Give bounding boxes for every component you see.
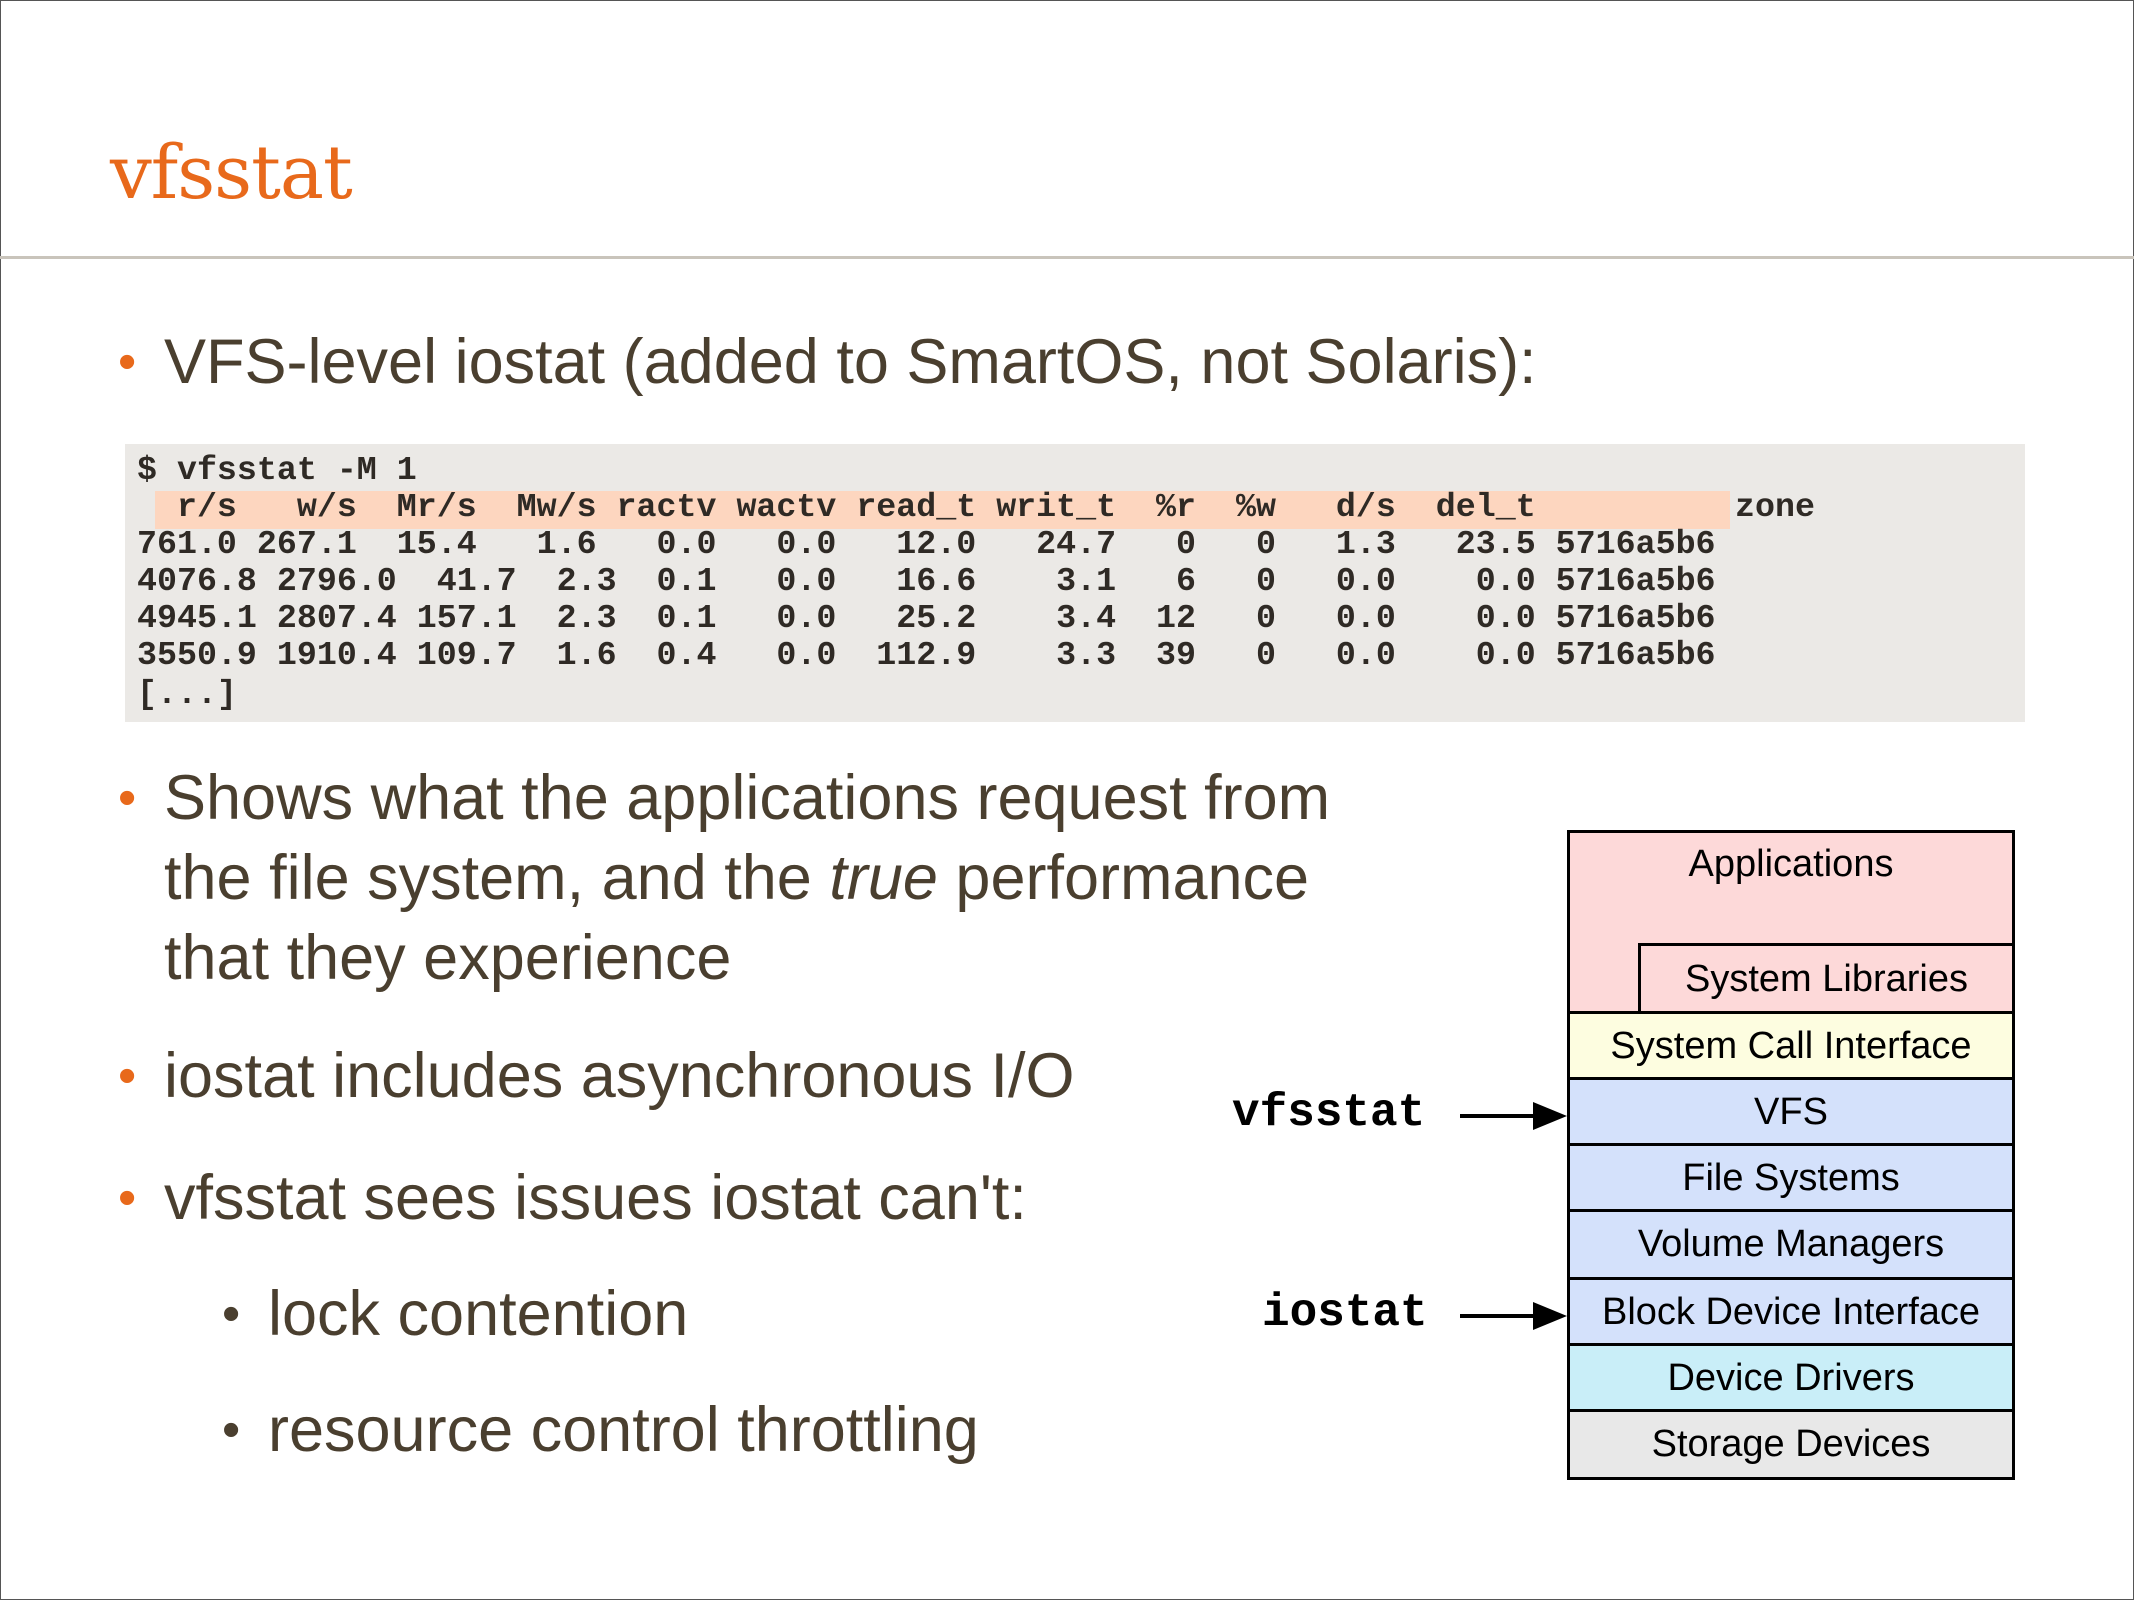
layer-system-call-interface: System Call Interface [1567,1011,2015,1082]
terminal-row: 3550.9 1910.4 109.7 1.6 0.4 0.0 112.9 3.… [137,636,1716,674]
sub-bullet-text: resource control throttling [268,1395,979,1465]
layer-label: Applications [1688,843,1894,885]
sub-bullet-lock-contention: • lock contention [222,1274,689,1354]
bullet-glyph: • [118,769,137,827]
bullet-text: vfsstat sees issues iostat can't: [164,1163,1027,1233]
layer-volume-managers: Volume Managers [1567,1209,2015,1280]
arrow-right-icon [1533,1302,1567,1330]
layer-label: Volume Managers [1637,1223,1945,1265]
layer-label: System Call Interface [1610,1025,1972,1067]
terminal-row: 4945.1 2807.4 157.1 2.3 0.1 0.0 25.2 3.4… [137,599,1716,637]
layer-file-systems: File Systems [1567,1143,2015,1214]
bullet-text: iostat includes asynchronous I/O [164,1041,1075,1111]
terminal-header-highlight [155,491,1730,529]
sub-bullet-resource-control: • resource control throttling [222,1390,979,1470]
pointer-label-iostat: iostat [1262,1287,1428,1339]
pointer-label-vfsstat: vfsstat [1232,1087,1426,1139]
bullet-text-line1: Shows what the applications request from [164,763,1331,833]
layer-label: Storage Devices [1651,1423,1931,1465]
terminal-header: r/s w/s Mr/s Mw/s ractv wactv read_t wri… [137,488,1536,526]
terminal-ellipsis: [...] [137,675,237,713]
layer-label: Block Device Interface [1601,1291,1981,1333]
bullet-text: VFS-level iostat (added to SmartOS, not … [164,327,1537,397]
terminal-row: 761.0 267.1 15.4 1.6 0.0 0.0 12.0 24.7 0… [137,525,1716,563]
layer-block-device-interface: Block Device Interface [1567,1277,2015,1348]
layer-vfs: VFS [1567,1077,2015,1148]
terminal-output-block [125,444,2025,722]
layer-label: Device Drivers [1667,1357,1915,1399]
bullet-glyph: • [118,1169,137,1227]
arrow-right-icon [1533,1102,1567,1130]
bullet-glyph: • [118,333,137,391]
bullet-glyph: • [222,1401,241,1459]
bullet-glyph: • [118,1047,137,1105]
sub-bullet-text: lock contention [268,1279,689,1349]
bullet-vfs-level-iostat: • VFS-level iostat (added to SmartOS, no… [118,322,1537,402]
title-divider [0,256,2134,259]
bullet-iostat-async: • iostat includes asynchronous I/O [118,1036,1075,1116]
terminal-header-zone: zone [1735,488,1815,526]
layer-storage-devices: Storage Devices [1567,1409,2015,1480]
terminal-row: 4076.8 2796.0 41.7 2.3 0.1 0.0 16.6 3.1 … [137,562,1716,600]
layer-label: System Libraries [1685,958,1968,1000]
bullet-text-line2b: performance [937,843,1310,913]
bullet-vfsstat-sees-issues: • vfsstat sees issues iostat can't: [118,1158,1027,1238]
bullet-glyph: • [222,1285,241,1343]
layer-label: VFS [1754,1091,1828,1133]
arrow-line [1460,1114,1558,1118]
layer-device-drivers: Device Drivers [1567,1343,2015,1414]
layer-system-libraries: System Libraries [1638,943,2015,1016]
slide-title: vfsstat [110,130,353,216]
layer-label: File Systems [1682,1157,1900,1199]
terminal-command: $ vfsstat -M 1 [137,451,417,489]
bullet-text-line2a: the file system, and the [164,843,830,913]
bullet-text-emphasis: true [829,843,938,913]
bullet-text-line3: that they experience [164,923,732,993]
bullet-shows-what-apps-request: • Shows what the applications request fr… [118,758,1331,998]
arrow-line [1460,1314,1558,1318]
